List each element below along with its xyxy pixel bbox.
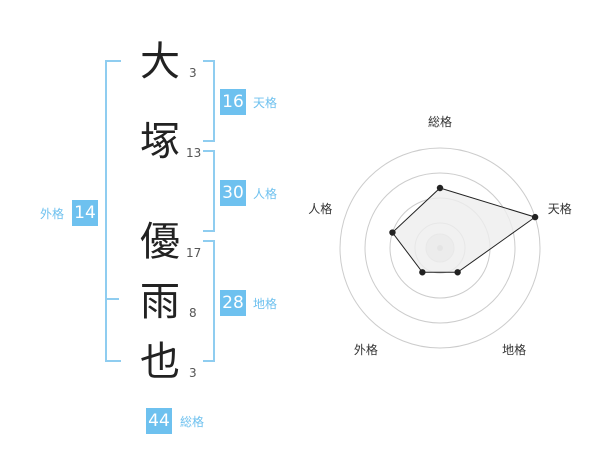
tenkaku-bracket [203, 60, 215, 142]
radar-ring-3 [364, 172, 516, 324]
radar-axis-label-4: 外格 [354, 342, 378, 357]
stroke-count-4: 8 [189, 306, 197, 320]
name-char-2: 塚 [140, 119, 180, 165]
radar-axis-label-3: 地格 [502, 342, 526, 357]
radar-point-4 [419, 269, 426, 276]
gaikaku-bracket [105, 60, 121, 362]
jinkaku-label: 人格 [253, 187, 278, 201]
chikaku-bracket [203, 240, 215, 362]
soukaku-label: 総格 [180, 415, 205, 429]
name-char-4: 雨 [140, 279, 180, 325]
stroke-count-2: 13 [186, 146, 202, 160]
radar-axis-label-5: 人格 [308, 201, 332, 216]
jinkaku-value: 30 [220, 180, 246, 206]
chikaku-label: 地格 [253, 297, 278, 311]
radar-polygon-group [389, 184, 539, 276]
stroke-count-3: 17 [186, 246, 202, 260]
gaikaku-split-line [105, 298, 119, 300]
radar-axis-label-1: 総格 [428, 114, 452, 129]
radar-point-1 [436, 184, 444, 192]
soukaku-value: 44 [146, 408, 172, 434]
name-char-1: 大 [140, 39, 180, 85]
radar-point-2 [531, 213, 539, 221]
tenkaku-value: 16 [220, 89, 246, 115]
jinkaku-bracket [203, 150, 215, 232]
gaikaku-value: 14 [72, 200, 98, 226]
name-char-5: 也 [140, 339, 180, 385]
radar-point-5 [389, 229, 396, 236]
name-char-3: 優 [140, 219, 180, 265]
stroke-count-5: 3 [189, 366, 197, 380]
radar-axis-label-2: 天格 [548, 201, 572, 216]
radar-ring-4 [339, 147, 541, 349]
chikaku-value: 28 [220, 290, 246, 316]
radar-point-3 [454, 269, 461, 276]
stroke-count-1: 3 [189, 66, 197, 80]
radar-polygon [391, 187, 537, 273]
tenkaku-label: 天格 [253, 96, 278, 110]
gaikaku-label: 外格 [40, 207, 65, 221]
